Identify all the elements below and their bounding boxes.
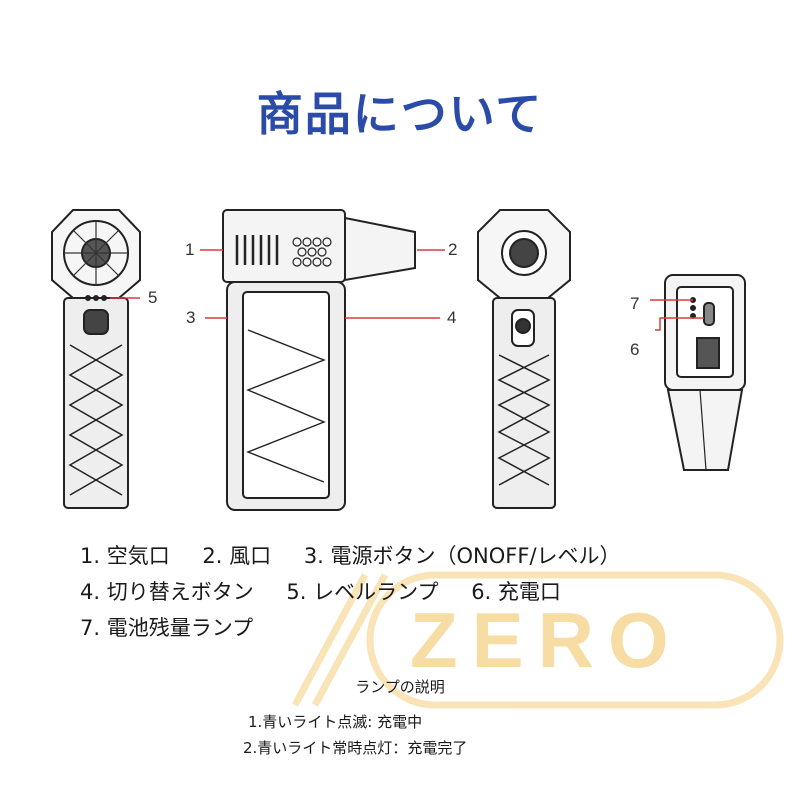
product-drawing [51,209,746,511]
callout-2: 2 [448,240,458,259]
page-title: 商品について [256,87,544,141]
bottom-view [664,274,746,471]
callout-7: 7 [630,294,640,313]
part-6: 6. 充電口 [471,580,561,604]
callout-1: 1 [185,240,195,259]
parts-legend: 1. 空気口 2. 風口 3. 電源ボタン（ONOFF/レベル） 4. 切り替え… [80,538,760,646]
lamp-title: ランプの説明 [355,678,445,696]
part-3: 3. 電源ボタン（ONOFF/レベル） [303,544,621,568]
callout-4: 4 [447,308,457,327]
lamp-line-2: 2.青いライト常時点灯：充電完了 [243,739,468,757]
callout-3: 3 [186,308,196,327]
part-4: 4. 切り替えボタン [80,580,254,604]
side-view [222,209,416,511]
front-view [51,209,141,509]
lamp-explanation: ランプの説明 1.青いライト点滅: 充電中 2.青いライト常時点灯：充電完了 [0,676,800,761]
back-view [477,209,571,509]
part-2: 2. 風口 [202,544,272,568]
callout-5: 5 [148,288,158,307]
part-1: 1. 空気口 [80,544,170,568]
part-7: 7. 電池残量ランプ [80,616,254,640]
product-diagram: 1 2 3 4 5 6 7 [0,190,800,530]
part-5: 5. レベルランプ [286,580,439,604]
lamp-line-1: 1.青いライト点滅: 充電中 [248,713,423,731]
callout-6: 6 [630,340,640,359]
